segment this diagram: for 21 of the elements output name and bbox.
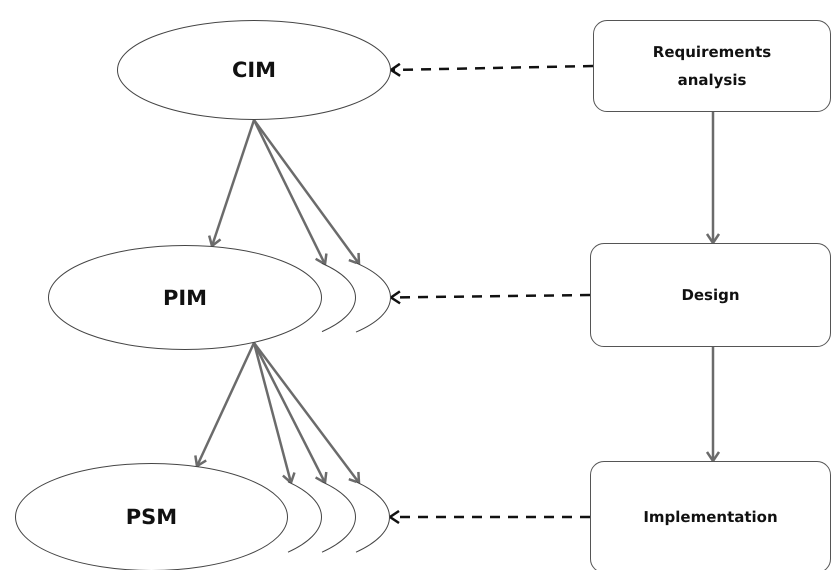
dashed-arrow: [388, 510, 590, 524]
node-label: CIM: [232, 58, 276, 82]
node-label: PIM: [162, 286, 208, 310]
node-label: Implementation: [642, 506, 779, 528]
arrow: [253, 342, 360, 484]
dashed-arrow: [390, 62, 594, 78]
node-label: Requirements analysis: [652, 42, 772, 91]
process-box: [590, 243, 831, 347]
arrow: [252, 342, 296, 484]
model-ellipse: [117, 20, 391, 120]
node-label: PSM: [126, 505, 178, 529]
arrow: [706, 347, 720, 462]
arrow: [253, 119, 360, 266]
arrow: [706, 112, 720, 244]
arrow: [208, 120, 256, 248]
node-label: Design: [680, 284, 741, 306]
process-box: [593, 20, 831, 112]
arrow: [194, 342, 256, 468]
process-box: [590, 461, 831, 570]
arrow: [252, 342, 328, 484]
dashed-arrow: [390, 290, 590, 305]
